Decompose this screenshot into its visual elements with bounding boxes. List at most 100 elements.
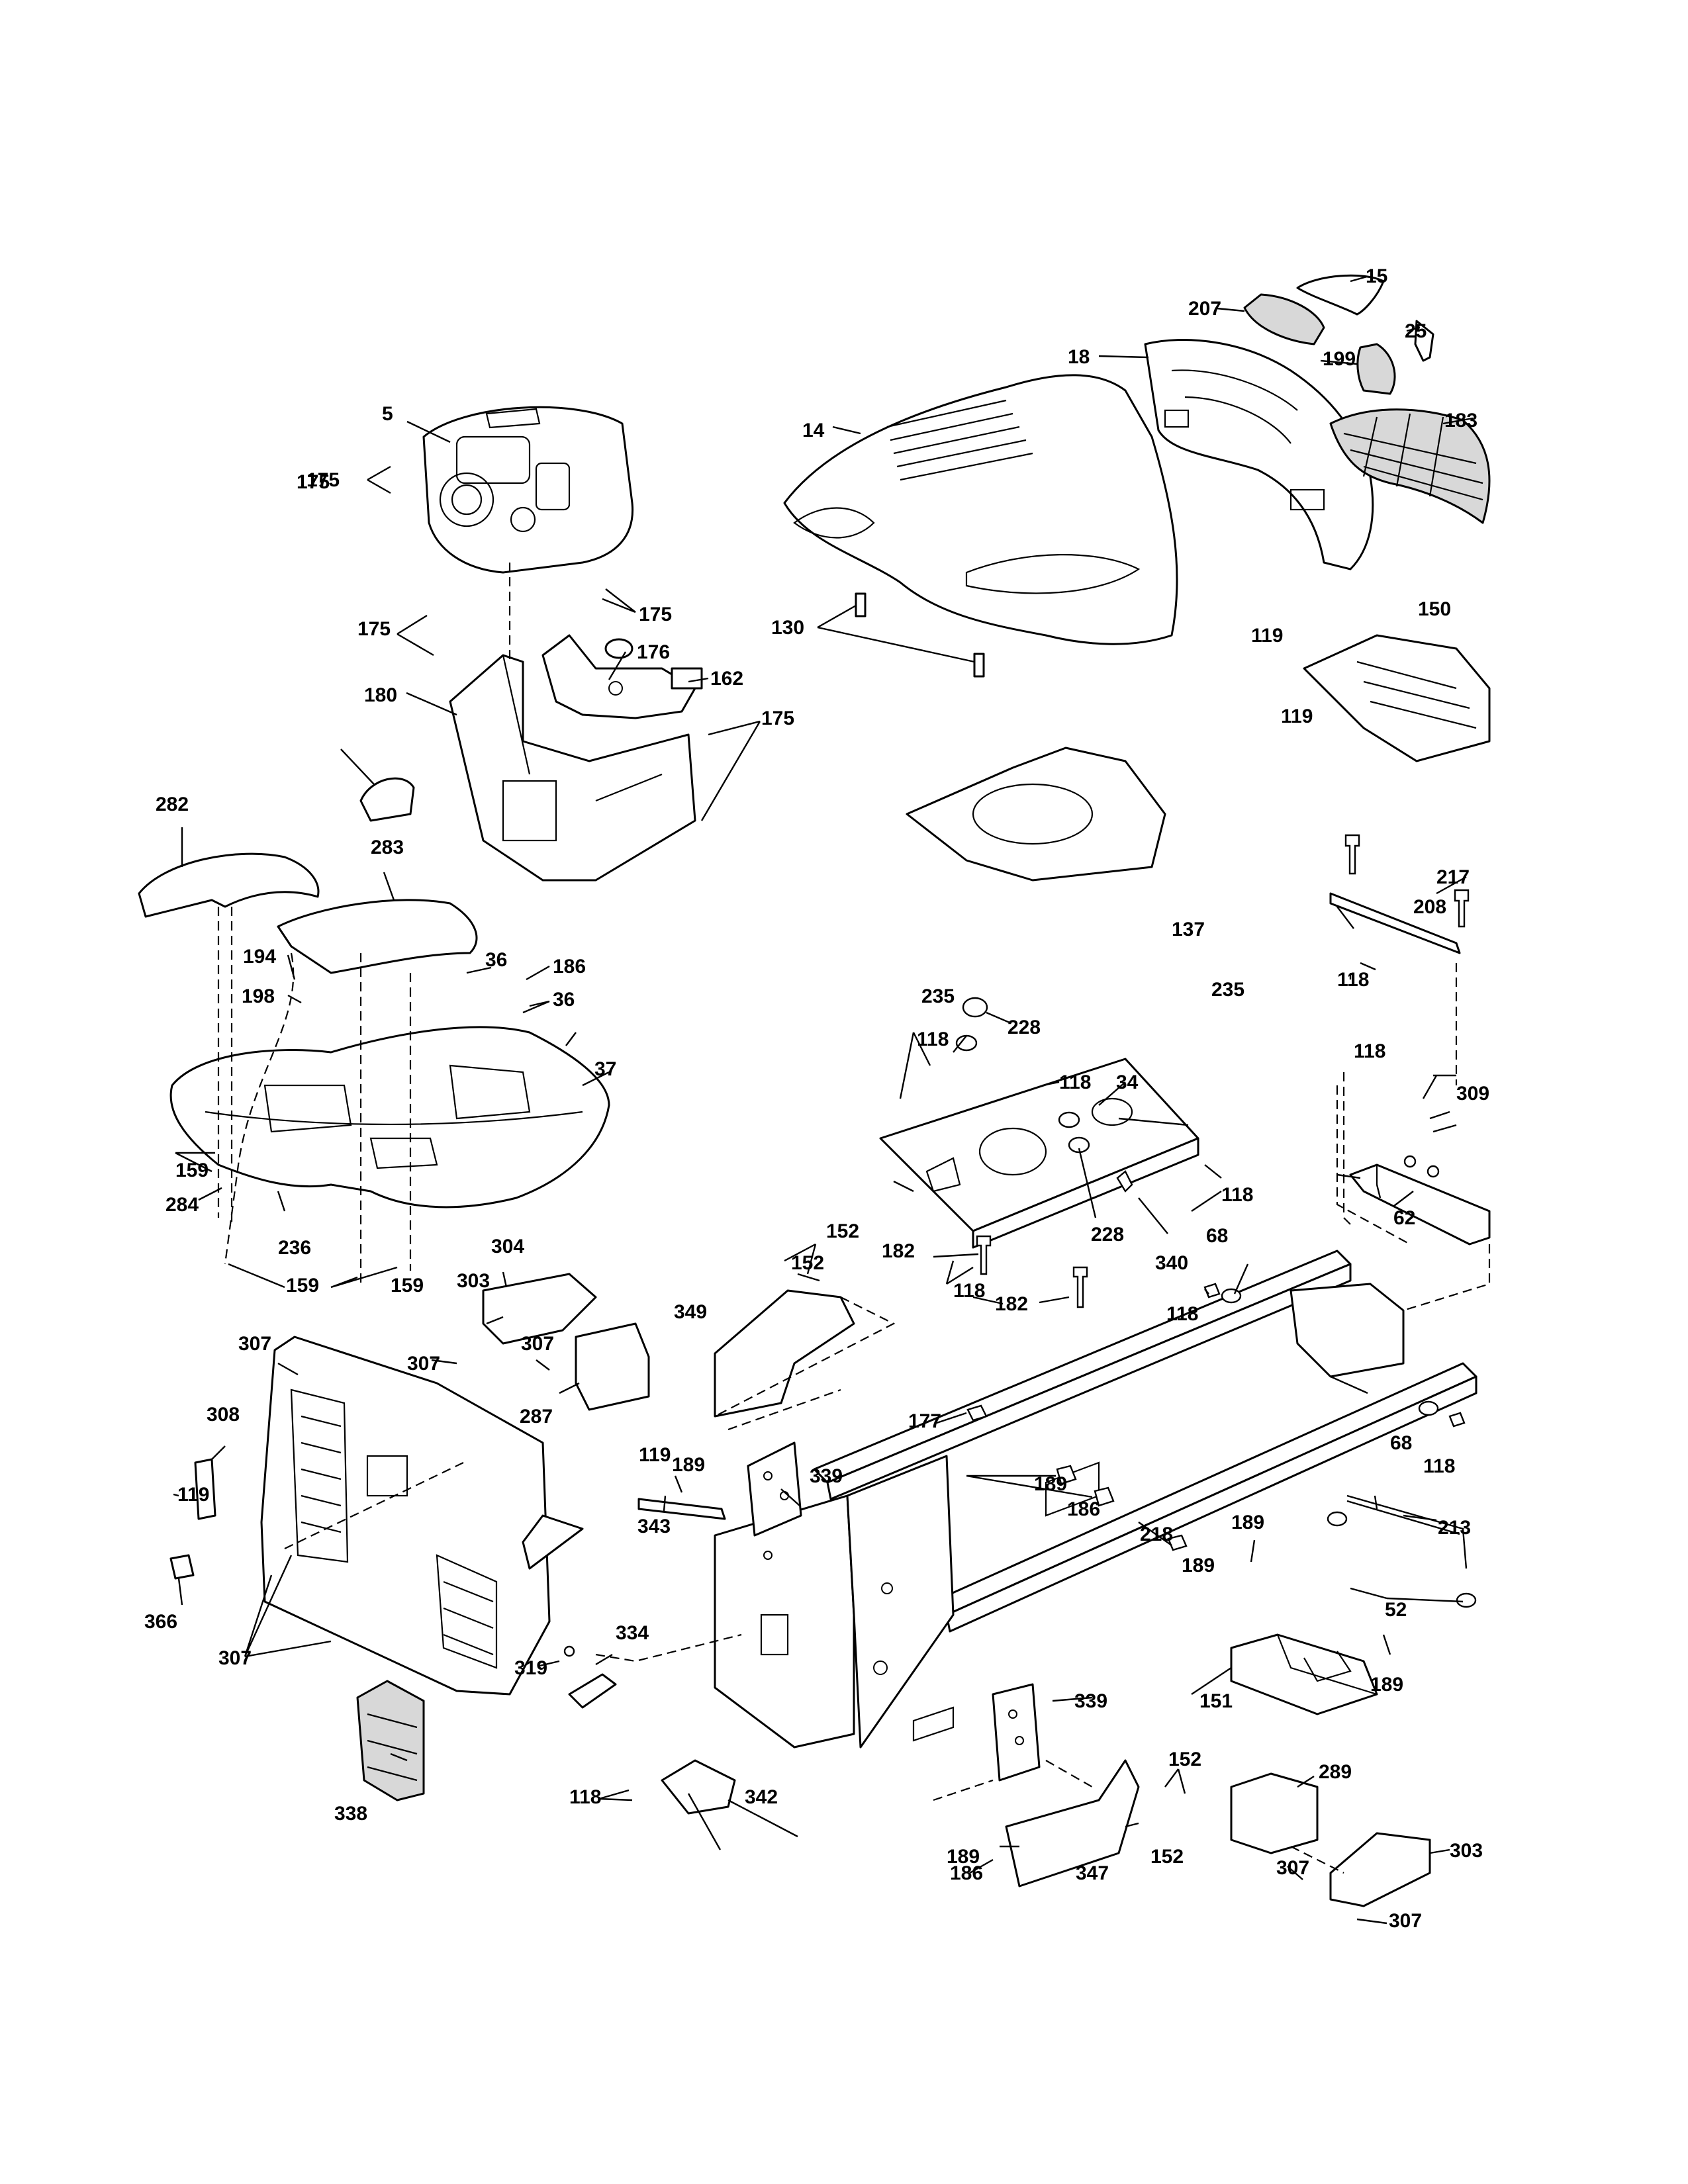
callout-label: 339 [1074, 1690, 1107, 1712]
callout-label: 177 [908, 1410, 941, 1432]
callout-label: 283 [371, 837, 404, 858]
part-151-bracket [1303, 634, 1491, 762]
part-119-nut [1448, 1412, 1466, 1428]
callout-label: 309 [1456, 1083, 1489, 1105]
part-62-pin [1403, 1155, 1417, 1168]
part-194-nut [1056, 1465, 1077, 1485]
callout-label: 307 [238, 1333, 271, 1355]
callout-label: 339 [810, 1465, 843, 1487]
callout-label: 62 [1393, 1207, 1415, 1229]
callout-label: 199 [1323, 348, 1356, 370]
callout-label: 342 [745, 1786, 778, 1808]
part-137-spacer [973, 653, 985, 678]
part-34-seat-plate [879, 1058, 1199, 1249]
callout-label: 307 [521, 1333, 554, 1355]
callout-label: 236 [278, 1237, 311, 1259]
part-289-clip [359, 777, 415, 822]
part-367-bracket [714, 1289, 855, 1418]
part-307-bracket-lower [1329, 1832, 1431, 1907]
callout-label: 175 [639, 604, 672, 625]
callout-label: 119 [639, 1444, 671, 1466]
callout-label: 159 [391, 1275, 424, 1297]
part-342-lower-bracket [992, 1683, 1041, 1782]
part-303-bracket [575, 1322, 650, 1411]
callout-label: 343 [637, 1516, 671, 1537]
callout-label: 189 [1231, 1512, 1264, 1533]
callout-label: 118 [1423, 1455, 1455, 1477]
callout-label: 5 [382, 403, 393, 425]
callout-label: 152 [791, 1252, 824, 1274]
part-235-bushing [1058, 1111, 1080, 1128]
callout-label: 159 [175, 1160, 209, 1181]
callout-label: 150 [1418, 598, 1451, 620]
callout-label: 68 [1390, 1432, 1412, 1454]
part-52-bushing [1327, 1511, 1348, 1527]
callout-label: 175 [761, 707, 794, 729]
callout-label: 186 [553, 956, 586, 978]
part-307-bracket [482, 1273, 597, 1345]
callout-label: 118 [917, 1028, 949, 1050]
callout-label: 34 [1116, 1071, 1139, 1093]
part-309-front-frame [260, 1336, 584, 1696]
callout-label: 347 [1076, 1862, 1109, 1884]
callout-label: 307 [218, 1647, 252, 1669]
callout-label: 118 [569, 1786, 601, 1808]
part-319-strip [194, 1458, 216, 1520]
part-342-bracket [747, 1441, 802, 1537]
part-175-bracket [541, 634, 703, 719]
callout-label: 349 [674, 1301, 707, 1323]
callout-label: 118 [953, 1280, 985, 1302]
part-368-pad [169, 1554, 195, 1580]
callout-label: 182 [995, 1293, 1028, 1315]
callout-label: 189 [672, 1454, 705, 1476]
part-152-guard [1230, 1633, 1378, 1715]
callout-label: 137 [1172, 919, 1205, 940]
part-137-spacer [855, 592, 867, 617]
callout-label: 189 [1370, 1674, 1403, 1696]
callout-label: 118 [1221, 1184, 1253, 1206]
part-183-bolt [1072, 1266, 1088, 1308]
callout-label: 36 [485, 949, 507, 971]
callout-label: 130 [771, 617, 804, 639]
callout-label: 18 [1068, 346, 1090, 368]
part-207-headlight [1356, 343, 1396, 395]
callout-label: 119 [1251, 625, 1283, 647]
callout-label: 15 [1366, 265, 1387, 287]
callout-label: 118 [1337, 969, 1369, 991]
callout-label: 189 [1034, 1473, 1067, 1495]
part-186-mesh-grille [1329, 408, 1491, 524]
callout-label: 307 [407, 1353, 440, 1375]
part-218-bar [1329, 892, 1461, 954]
leader-lines [173, 275, 1474, 1925]
callout-label: 334 [616, 1622, 649, 1644]
callout-label: 303 [1450, 1840, 1483, 1862]
callout-label: 186 [1067, 1498, 1100, 1520]
callout-label: 119 [177, 1484, 209, 1506]
callout-label: 175 [306, 469, 340, 491]
callout-label: 213 [1438, 1517, 1471, 1539]
part-366-bracket [1005, 1759, 1140, 1888]
callout-label: 14 [802, 420, 825, 441]
callout-label: 218 [1140, 1524, 1173, 1545]
callout-label: 308 [207, 1404, 240, 1426]
callout-label: 37 [594, 1058, 616, 1080]
part-228-bolt [966, 1404, 988, 1422]
callout-label: 152 [826, 1220, 859, 1242]
assembly-dashed-lines [217, 563, 1491, 1874]
callout-label: 319 [514, 1657, 547, 1679]
callout-label: 183 [1444, 410, 1477, 432]
callout-label: 152 [1168, 1749, 1201, 1770]
callout-label: 304 [491, 1236, 524, 1257]
callout-label: 366 [144, 1611, 177, 1633]
callout-label: 175 [357, 618, 391, 640]
callout-label: 189 [947, 1846, 980, 1868]
part-194-nut [1094, 1486, 1115, 1507]
callout-label: 287 [520, 1406, 553, 1428]
callout-label: 186 [950, 1862, 983, 1884]
part-52-bushing [1456, 1592, 1477, 1608]
callout-label: 217 [1436, 866, 1470, 888]
callout-label: 180 [364, 684, 397, 706]
callout-label: 68 [1206, 1225, 1228, 1247]
callout-label: 207 [1188, 298, 1221, 320]
callout-label: 307 [1389, 1910, 1422, 1932]
